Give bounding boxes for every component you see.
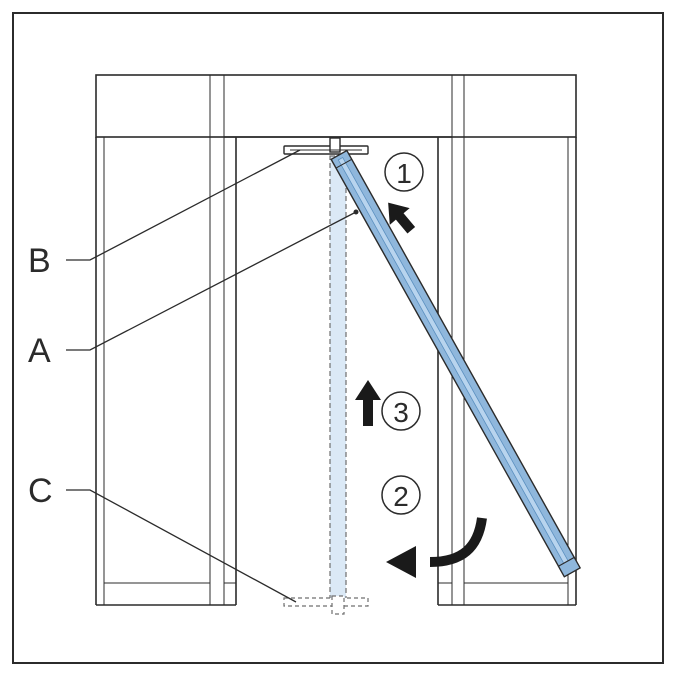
bottom-bracket xyxy=(283,595,369,615)
cabinet-top-panel xyxy=(95,74,577,138)
curved-arrow-left-icon xyxy=(386,517,487,578)
step-1-number: 1 xyxy=(396,158,412,189)
leader-a xyxy=(66,211,357,351)
label-a: A xyxy=(28,332,51,370)
leader-b xyxy=(66,149,301,261)
arrow-up-icon xyxy=(355,380,381,426)
step-2-number: 2 xyxy=(393,481,409,512)
arrow-up-left-icon xyxy=(388,202,416,234)
step-3-marker: 3 xyxy=(381,391,421,431)
step-1-marker: 1 xyxy=(384,152,424,192)
label-b: B xyxy=(28,242,51,280)
label-c: C xyxy=(28,472,53,510)
outer-frame xyxy=(12,12,664,664)
target-bar-ghost xyxy=(329,155,347,603)
step-2-marker: 2 xyxy=(381,475,421,515)
blue-bar xyxy=(330,149,582,578)
step-3-number: 3 xyxy=(393,397,409,428)
leader-a-dot xyxy=(353,209,359,215)
leader-c xyxy=(66,489,297,603)
cabinet xyxy=(95,74,577,606)
leader-lines xyxy=(66,149,357,603)
